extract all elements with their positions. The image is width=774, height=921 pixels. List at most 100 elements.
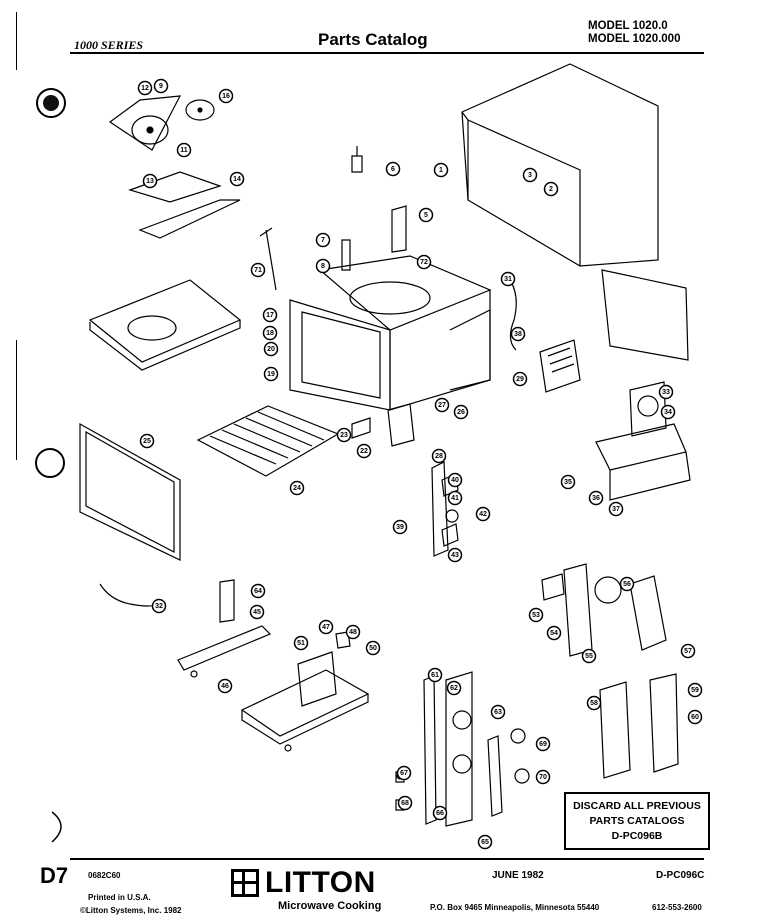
light-panel (599, 681, 631, 779)
part-number-17: 17 (266, 312, 274, 319)
part-callout-18: 18 (262, 325, 278, 341)
part-number-1: 1 (439, 167, 443, 174)
part-callout-36: 36 (588, 490, 604, 506)
part-callout-66: 66 (432, 805, 448, 821)
part-number-28: 28 (435, 453, 443, 460)
discard-line3: D-PC096B (611, 829, 663, 842)
part-number-18: 18 (266, 330, 274, 337)
part-callout-47: 47 (318, 619, 334, 635)
part-callout-3: 3 (522, 167, 538, 183)
part-callout-14: 14 (229, 171, 245, 187)
litton-logo-mark (231, 869, 259, 897)
part-callout-38: 38 (510, 326, 526, 342)
part-callout-48: 48 (345, 624, 361, 640)
part-number-62: 62 (450, 685, 458, 692)
part-number-64: 64 (254, 588, 262, 595)
part-number-47: 47 (322, 624, 330, 631)
part-callout-27: 27 (434, 397, 450, 413)
part-callout-9: 9 (153, 78, 169, 94)
part-callout-34: 34 (660, 404, 676, 420)
part-callout-51: 51 (293, 635, 309, 651)
part-callout-65: 65 (477, 834, 493, 850)
page-code: D7 (40, 863, 69, 888)
discard-line1: DISCARD ALL PREVIOUS (573, 799, 701, 812)
capacitor-rail (177, 625, 272, 671)
part-callout-39: 39 (392, 519, 408, 535)
part-callout-26: 26 (453, 404, 469, 420)
power-cord (509, 279, 517, 351)
part-callout-20: 20 (263, 341, 279, 357)
part-callout-46: 46 (217, 678, 233, 694)
part-callout-70: 70 (535, 769, 551, 785)
part-number-2: 2 (549, 186, 553, 193)
part-number-58: 58 (590, 700, 598, 707)
part-callout-63: 63 (490, 704, 506, 720)
part-callout-12: 12 (137, 80, 153, 96)
part-number-22: 22 (360, 448, 368, 455)
transformer-bracket (219, 579, 235, 623)
part-callout-35: 35 (560, 474, 576, 490)
blower-housing (629, 575, 667, 651)
form-number: 0682C60 (88, 871, 121, 880)
part-callout-13: 13 (142, 173, 158, 189)
part-number-40: 40 (451, 477, 459, 484)
part-number-14: 14 (233, 176, 241, 183)
switch-bracket (431, 461, 449, 557)
part-number-24: 24 (293, 485, 301, 492)
waveguide-assembly (449, 309, 491, 391)
litton-logo: LITTON (231, 866, 376, 900)
part-number-56: 56 (623, 581, 631, 588)
blower-motor (541, 573, 565, 601)
part-callout-11: 11 (176, 142, 192, 158)
light-cover (649, 673, 679, 773)
part-number-13: 13 (146, 178, 154, 185)
mailing-address: P.O. Box 9465 Minneapolis, Minnesota 554… (430, 903, 600, 912)
part-number-45: 45 (253, 609, 261, 616)
fan-assembly (108, 95, 215, 151)
part-callout-57: 57 (680, 643, 696, 659)
part-number-53: 53 (532, 612, 540, 619)
part-number-67: 67 (400, 770, 408, 777)
part-callout-25: 25 (139, 433, 155, 449)
part-number-26: 26 (457, 409, 465, 416)
part-number-5: 5 (424, 212, 428, 219)
series-label: 1000 SERIES (74, 38, 144, 52)
part-number-16: 16 (222, 93, 230, 100)
mica-cover (351, 417, 371, 439)
part-callout-55: 55 (581, 648, 597, 664)
part-callout-24: 24 (289, 480, 305, 496)
binding-edge-line (16, 340, 17, 460)
part-callout-72: 72 (416, 254, 432, 270)
part-number-38: 38 (514, 331, 522, 338)
part-number-37: 37 (612, 506, 620, 513)
litton-wordmark: LITTON (265, 866, 376, 899)
part-number-35: 35 (564, 479, 572, 486)
screw-1 (190, 670, 198, 678)
interlock-switch (387, 403, 415, 447)
part-number-46: 46 (221, 683, 229, 690)
part-number-8: 8 (321, 263, 325, 270)
part-callout-2: 2 (543, 181, 559, 197)
panel-strip (487, 735, 503, 817)
part-callout-37: 37 (608, 501, 624, 517)
discard-notice: DISCARD ALL PREVIOUS PARTS CATALOGS D-PC… (564, 792, 710, 850)
part-callout-29: 29 (512, 371, 528, 387)
lamp-bulb (341, 239, 351, 271)
part-number-6: 6 (391, 166, 395, 173)
part-callout-17: 17 (262, 307, 278, 323)
footer-rule (70, 858, 704, 860)
part-number-7: 7 (321, 237, 325, 244)
bracket-part (391, 205, 407, 253)
part-number-63: 63 (494, 709, 502, 716)
magnetron (595, 381, 691, 501)
part-callout-8: 8 (315, 258, 331, 274)
part-callout-67: 67 (396, 765, 412, 781)
part-callout-50: 50 (365, 640, 381, 656)
part-number-42: 42 (479, 511, 487, 518)
part-callout-7: 7 (315, 232, 331, 248)
knob-round-2 (514, 768, 530, 784)
part-callout-23: 23 (336, 427, 352, 443)
part-callout-31: 31 (500, 271, 516, 287)
part-number-54: 54 (550, 630, 558, 637)
